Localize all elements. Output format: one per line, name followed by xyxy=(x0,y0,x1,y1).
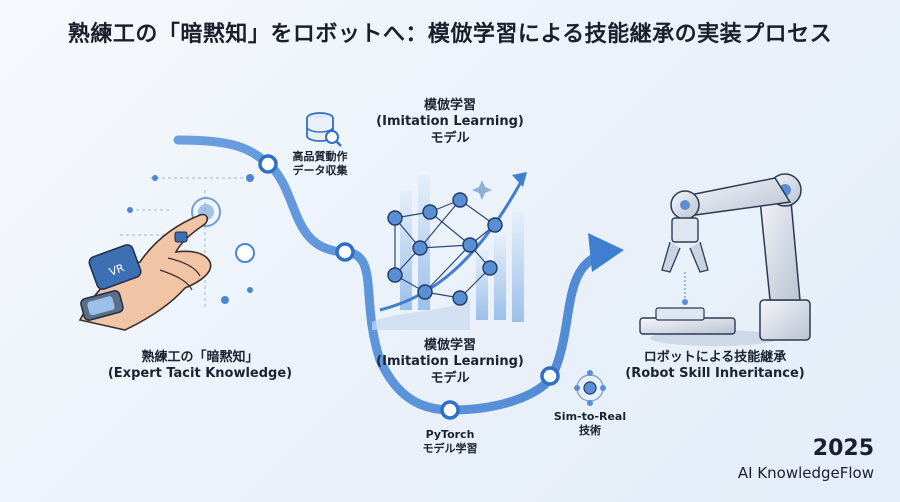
svg-text:VR: VR xyxy=(107,261,126,279)
page-title: 熟練工の「暗黙知」をロボットへ：模倣学習による技能継承の実装プロセス xyxy=(67,22,833,47)
data-collection-label: 高品質動作 データ収集 xyxy=(292,150,348,177)
pytorch-label: PyTorch モデル学習 xyxy=(422,428,478,455)
sim-to-real-label: Sim-to-Real 技術 xyxy=(553,410,627,437)
path-node-2 xyxy=(335,242,355,262)
vr-glove-hand-icon: VR xyxy=(78,174,255,331)
brand-year: 2025 xyxy=(812,436,874,461)
path-node-1 xyxy=(258,154,278,174)
database-search-icon xyxy=(306,112,342,147)
neural-network-icon xyxy=(372,172,527,330)
robot-label: ロボットによる技能継承 (Robot Skill Inheritance) xyxy=(625,350,805,382)
brand-name: AI KnowledgeFlow xyxy=(737,464,874,482)
path-node-4 xyxy=(540,366,560,386)
path-node-3 xyxy=(440,400,460,420)
model-top-label: 模倣学習 (Imitation Learning) モデル xyxy=(376,98,524,146)
network-node-icon xyxy=(574,370,606,406)
expert-label: 熟練工の「暗黙知」 (Expert Tacit Knowledge) xyxy=(107,350,293,382)
flow-arrowhead xyxy=(588,233,624,272)
model-mid-label: 模倣学習 (Imitation Learning) モデル xyxy=(376,338,524,386)
robot-arm-icon xyxy=(639,173,811,346)
